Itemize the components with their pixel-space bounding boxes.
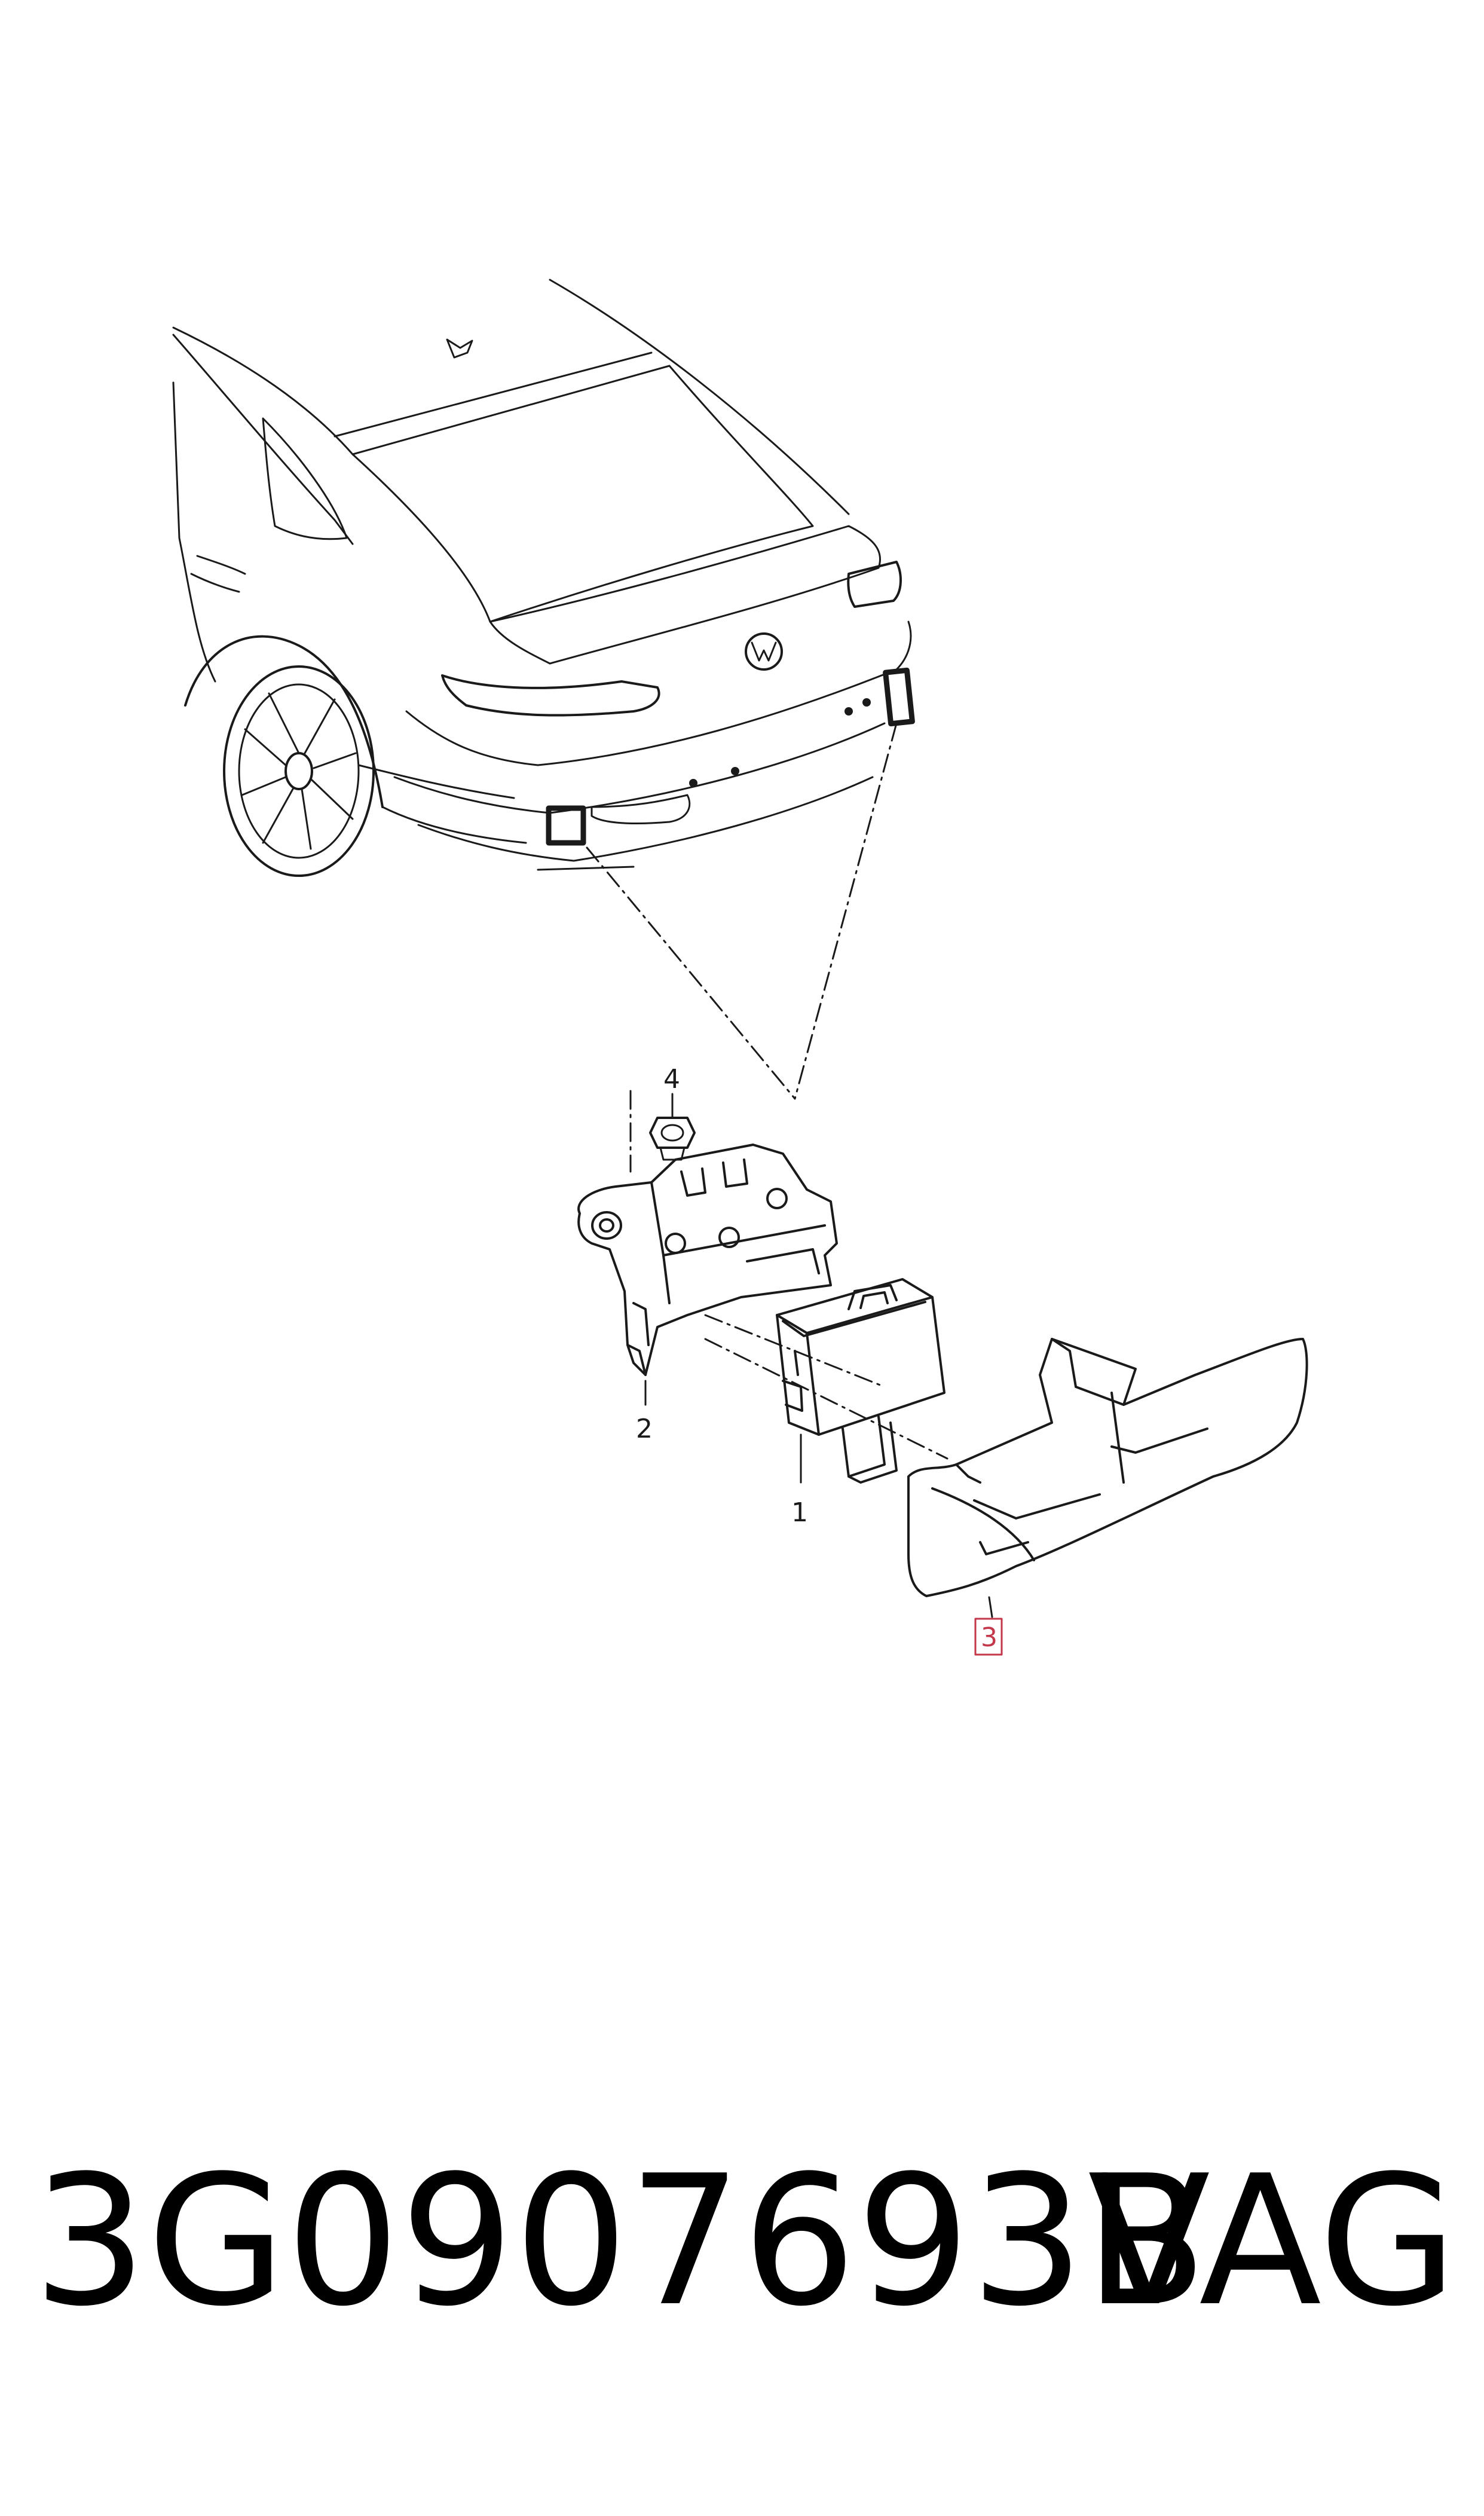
bracket-part-2 — [577, 1144, 838, 1376]
car-illustration — [172, 279, 915, 877]
callout-box-3 — [974, 1618, 1003, 1656]
callout-leaders — [644, 1093, 993, 1618]
callout-label-4: 4 — [663, 1064, 680, 1095]
brand-label: VAG — [1088, 2137, 1458, 2346]
leader-lines — [586, 722, 948, 1460]
callout-label-1: 1 — [791, 1497, 808, 1528]
callout-label-3: 3 — [981, 1622, 998, 1653]
radar-location-right — [883, 667, 915, 727]
callout-label-2: 2 — [636, 1414, 653, 1444]
part-number-label: 3G0907693B — [33, 2137, 1208, 2346]
control-unit-part-1 — [776, 1278, 946, 1484]
radar-location-left — [546, 805, 586, 846]
radar-housing-part-3 — [907, 1338, 1308, 1597]
nut-part-4 — [649, 1117, 696, 1161]
